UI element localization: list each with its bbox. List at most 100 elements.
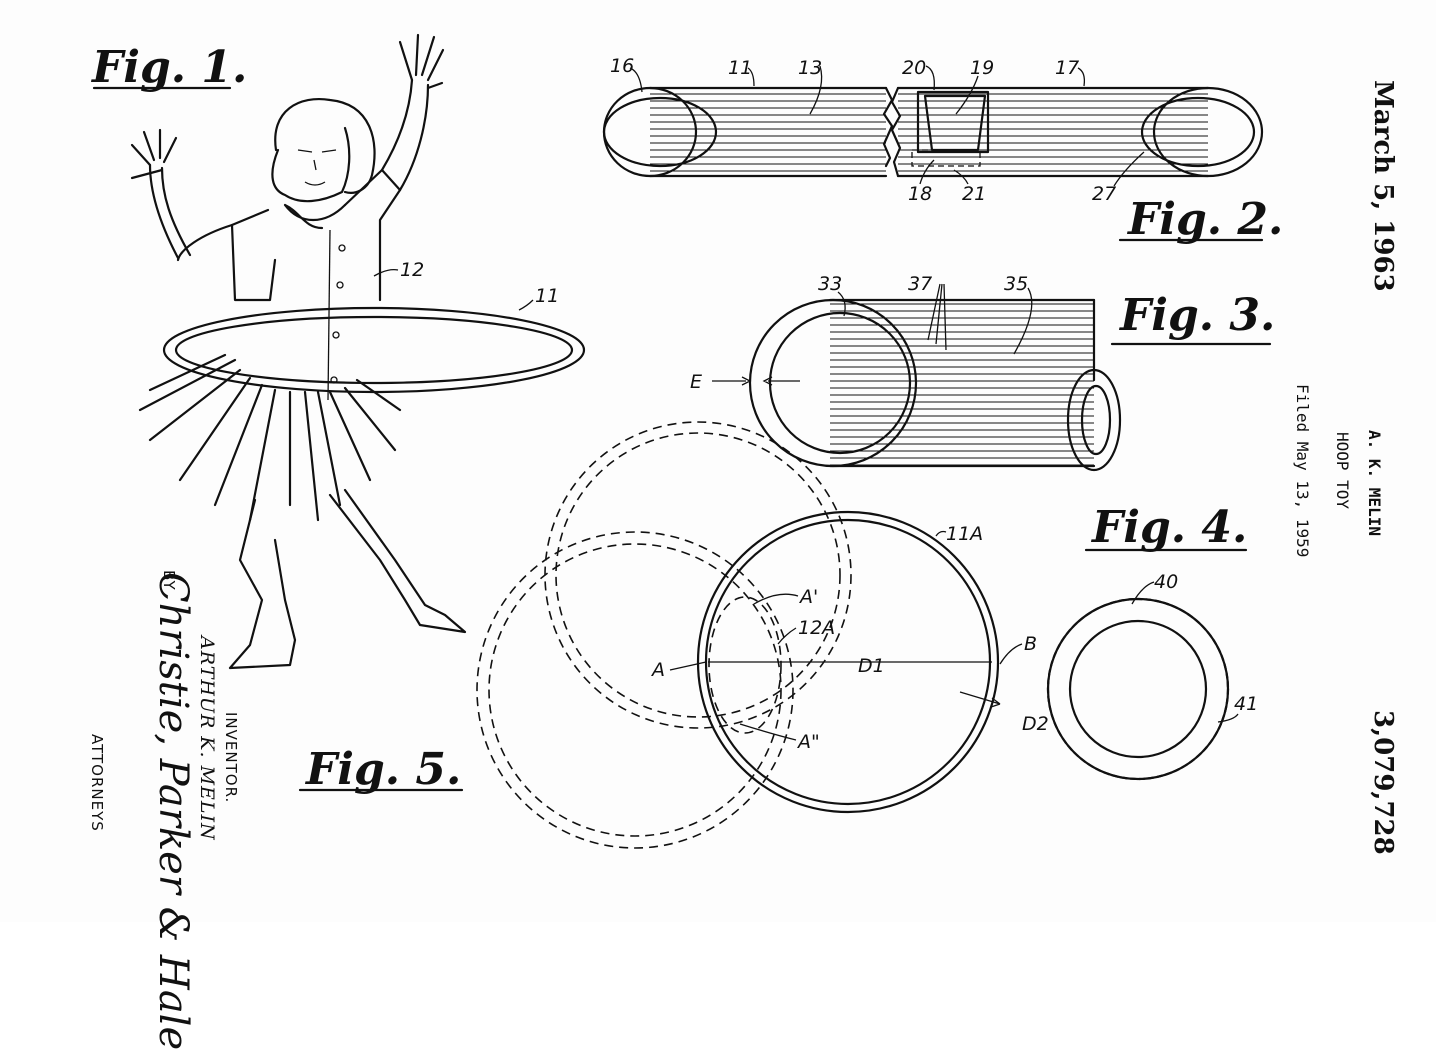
ref-35: 35	[1004, 273, 1028, 295]
girl-face-features	[297, 149, 337, 186]
girl-blouse	[230, 168, 402, 302]
girl-sleeve	[176, 223, 234, 262]
leader-41	[1217, 713, 1239, 723]
tube3-far-end	[1066, 368, 1122, 472]
ref-12: 12	[400, 259, 424, 281]
ref-A1: A'	[798, 586, 818, 608]
tube3-near-end	[748, 298, 918, 468]
leader-12	[373, 268, 399, 277]
fig2-drawing: 16 11 13 20 19 17 18 21 27 Fig. 2.	[602, 55, 1283, 245]
leader-A	[669, 661, 707, 671]
girl-left-arm	[148, 163, 192, 260]
button	[332, 331, 340, 339]
ref-40: 40	[1154, 571, 1178, 593]
leader-A1	[753, 593, 799, 605]
ref-18: 18	[908, 183, 932, 205]
fig3-drawing: E 33 37 35 Fig. 3.	[690, 273, 1275, 472]
ref-13: 13	[798, 57, 822, 79]
girl-right-hand	[398, 33, 445, 90]
ref-21: 21	[962, 183, 986, 205]
girl-right-arm	[380, 78, 430, 192]
fig4-drawing: Fig. 4. 40 41	[1046, 502, 1258, 781]
girl-collar	[283, 203, 347, 230]
fig4-label: Fig. 4.	[1090, 502, 1247, 553]
ref-11A: 11A	[946, 523, 983, 545]
dashed-ring-12A	[708, 596, 782, 734]
ref-11: 11	[535, 285, 559, 307]
ref-17: 17	[1055, 57, 1079, 79]
girl-hair	[274, 98, 376, 194]
plug-recess	[911, 149, 981, 167]
leader-37	[927, 283, 947, 351]
fig4-serrations	[1046, 597, 1230, 781]
tube-right-edges	[896, 86, 1210, 178]
dashed-circle-upper-inner	[555, 432, 841, 718]
dimension-E	[712, 376, 800, 386]
ref-D1: D1	[858, 655, 885, 677]
plug-insert	[916, 90, 990, 154]
girl-left-leg	[228, 498, 297, 670]
button	[336, 281, 344, 289]
ref-27: 27	[1092, 183, 1116, 205]
tube3-ribs	[830, 300, 1094, 466]
leader-33	[837, 291, 846, 317]
hoop-inner	[174, 315, 574, 385]
leader-B	[999, 643, 1023, 665]
leader-20	[925, 65, 935, 91]
leader-12A	[777, 627, 797, 645]
fig4-bore	[1068, 619, 1208, 759]
leader-11A	[935, 530, 947, 537]
leader-27	[1113, 151, 1145, 187]
ref-E: E	[690, 371, 702, 393]
leader-11	[518, 299, 534, 311]
fig2-label: Fig. 2.	[1126, 194, 1283, 245]
inventor-name: ARTHUR K. MELIN	[196, 636, 218, 841]
tube-right-end-inner	[1140, 96, 1256, 168]
leader-35	[1013, 287, 1033, 355]
ref-41: 41	[1234, 693, 1258, 715]
leader-21	[953, 169, 969, 185]
fig5-label: Fig. 5.	[304, 744, 461, 795]
invention-title: HOOP TOY	[1333, 432, 1352, 510]
tube-left-edges	[648, 86, 888, 178]
grass-skirt	[138, 353, 402, 522]
button	[338, 244, 346, 252]
ref-19: 19	[970, 57, 994, 79]
fig1-drawing: Fig. 1. 11 12	[90, 33, 586, 670]
inventor-label: INVENTOR.	[222, 712, 240, 804]
leader-13	[809, 65, 823, 115]
ref-33: 33	[818, 273, 842, 295]
tube-ribs-right	[898, 88, 1208, 176]
ref-11-fig2: 11	[728, 57, 752, 79]
ref-D2: D2	[1022, 713, 1049, 735]
ref-16: 16	[610, 55, 634, 77]
girl-placket	[327, 229, 331, 401]
fig3-label: Fig. 3.	[1118, 290, 1275, 341]
fig1-label: Fig. 1.	[90, 42, 247, 93]
inventor-line: A. K. MELIN	[1365, 430, 1384, 536]
ref-37: 37	[908, 273, 932, 295]
girl-face	[271, 126, 351, 203]
patent-drawing: Fig. 1. 11 12	[90, 33, 1283, 849]
patent-number: 3,079,728	[1368, 710, 1398, 855]
tube3-near-bore	[768, 311, 912, 455]
tube-right-end-outer	[1152, 86, 1264, 178]
filed-date: Filed May 13, 1959	[1293, 384, 1312, 558]
ref-B: B	[1024, 633, 1037, 655]
break-line-right	[890, 86, 902, 178]
ref-A: A	[650, 659, 665, 681]
leader-18	[919, 159, 935, 185]
tube-left-end-inner	[602, 96, 718, 168]
ref-20: 20	[902, 57, 926, 79]
dashed-circle-lower-outer	[476, 531, 794, 849]
leader-A2	[739, 723, 797, 741]
ref-12A: 12A	[798, 617, 835, 639]
patent-drawing-sheet: Fig. 1. 11 12	[88, 33, 1398, 1050]
fig5-drawing: 11A A' 12A A D1 B D2 A" Fig. 5.	[298, 421, 1049, 849]
girl-right-leg	[328, 488, 467, 634]
ref-A2: A"	[796, 731, 820, 753]
leader-17	[1077, 67, 1086, 87]
dashed-circle-upper-outer	[544, 421, 852, 729]
girl-left-hand	[130, 128, 178, 180]
hoop-11A-outer	[696, 510, 1000, 814]
